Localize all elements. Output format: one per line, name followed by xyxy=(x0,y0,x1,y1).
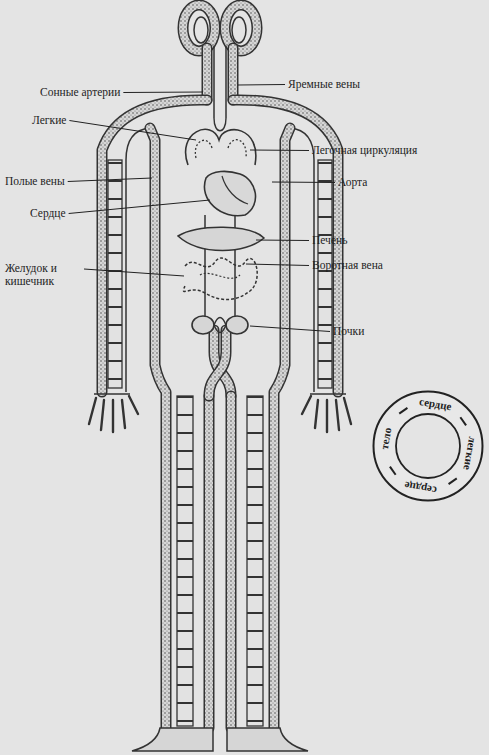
leader-line xyxy=(246,264,309,266)
part-label: Печень xyxy=(312,234,347,247)
cycle-ring: сердцелегкиесердцетело xyxy=(372,390,484,502)
part-label: Почки xyxy=(333,325,364,338)
leader-lines xyxy=(68,85,335,332)
leader-line xyxy=(256,240,309,242)
leader-line xyxy=(68,178,152,182)
part-label: Сонные артерии xyxy=(40,86,120,99)
part-label: Желудок и кишечник xyxy=(5,262,81,288)
leader-line xyxy=(84,269,184,276)
part-label: Легкие xyxy=(32,114,66,127)
part-label: Аорта xyxy=(338,176,367,189)
leader-line xyxy=(123,92,203,94)
leader-line xyxy=(250,326,330,332)
part-label: Легочная циркуляция xyxy=(312,144,417,157)
part-label: Полые вены xyxy=(5,175,65,188)
part-label: Сердце xyxy=(30,207,66,220)
leader-line xyxy=(69,200,210,214)
leader-line xyxy=(69,121,196,141)
part-label: Воротная вена xyxy=(312,259,383,272)
leader-line xyxy=(250,150,309,152)
leader-line xyxy=(238,84,285,86)
leader-line xyxy=(272,182,335,184)
part-label: Яремные вены xyxy=(288,78,360,91)
